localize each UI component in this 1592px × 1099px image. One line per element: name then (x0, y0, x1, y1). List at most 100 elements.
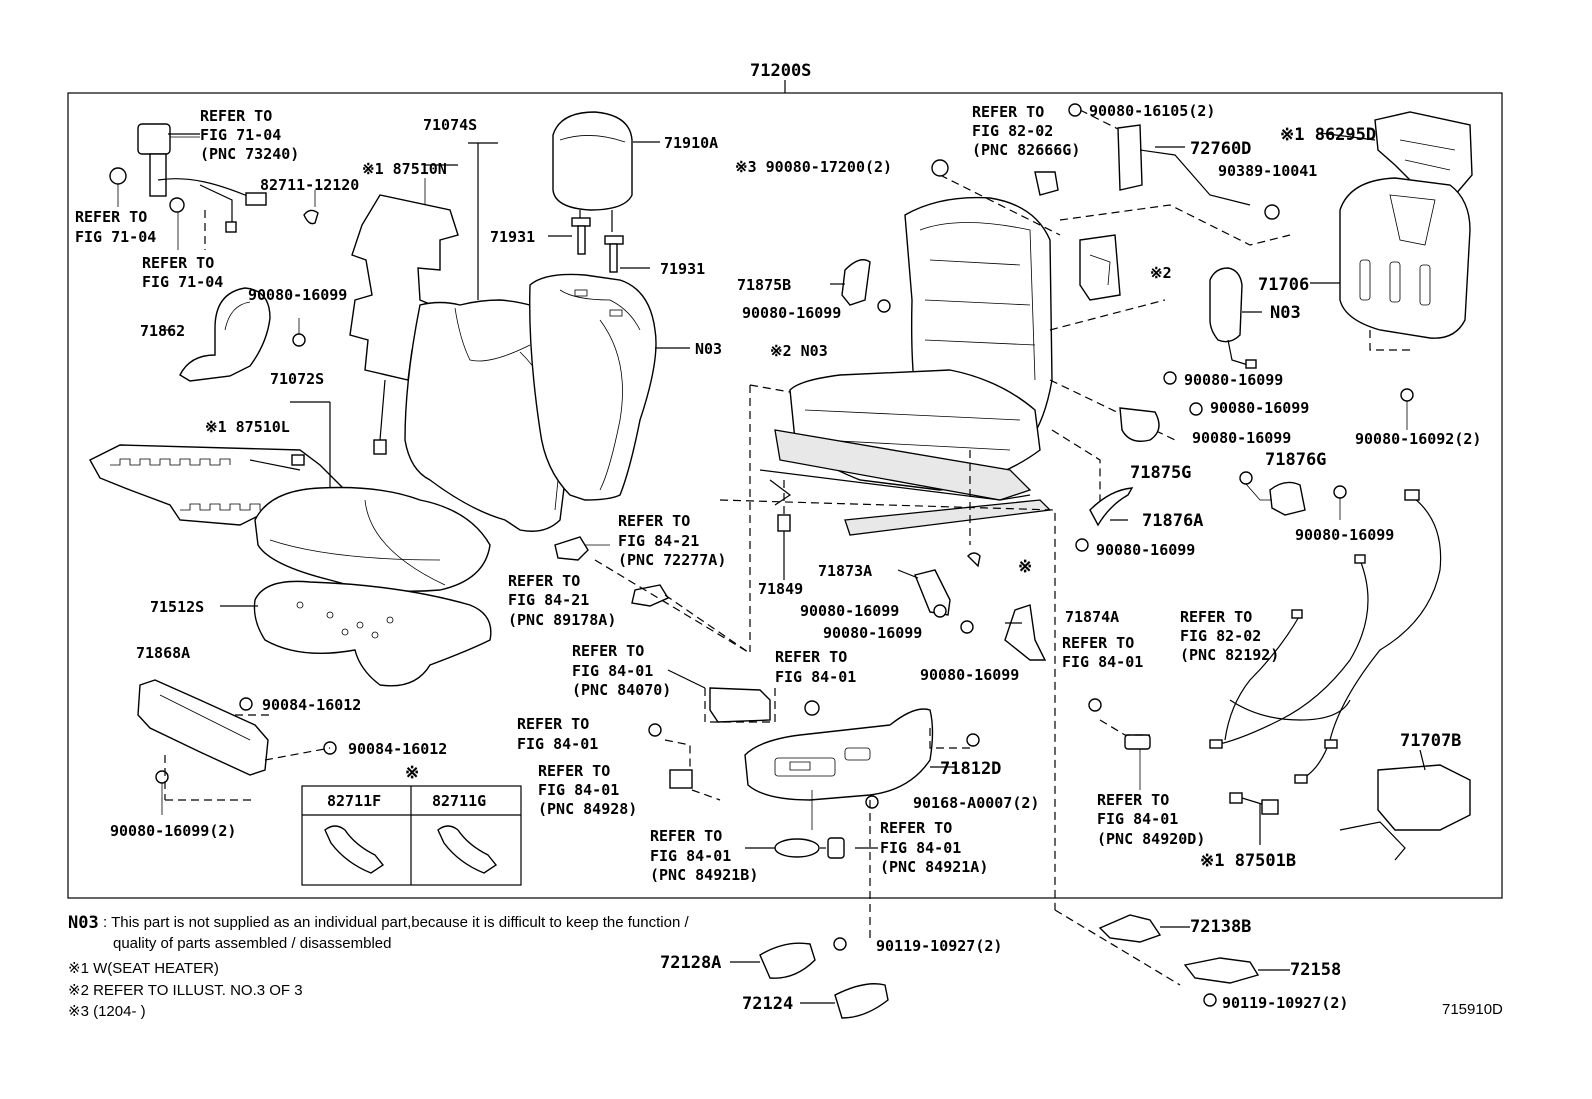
label-72128A: 72128A (660, 953, 721, 973)
label-71868A: 71868A (136, 644, 190, 662)
label-87510L: ※1 87510L (205, 418, 290, 436)
bracket-71874A (1004, 604, 1047, 661)
assembly-title: 71200S (750, 61, 811, 81)
label-N03-a: N03 (695, 340, 722, 358)
figure-id: 715910D (1442, 1001, 1503, 1018)
bolt-icon (169, 197, 185, 213)
lumbar-support-72760D (1117, 124, 1251, 206)
screw-icon (865, 795, 879, 809)
screw-icon (1088, 698, 1102, 712)
bolt-icon (155, 770, 169, 784)
label-90080-16099-b: 90080-16099 (742, 304, 841, 322)
label-71876A: 71876A (1142, 511, 1203, 531)
bolt-icon (877, 299, 891, 313)
label-90080-16092: 90080-16092(2) (1355, 430, 1481, 448)
connector-89178A (631, 584, 670, 607)
bolt-icon (960, 620, 974, 634)
wire-harness-82192 (1209, 489, 1442, 784)
bracket-71875G (1119, 407, 1160, 442)
side-cover-71862 (179, 287, 271, 382)
nut-icon (1264, 204, 1280, 220)
label-71875B: 71875B (737, 276, 791, 294)
headrest-71910A (552, 111, 633, 232)
bolt-icon (292, 333, 306, 347)
label-90119-10927-a: 90119-10927(2) (876, 937, 1002, 955)
label-71931-a: 71931 (490, 228, 535, 246)
label-90080-16099-i: 90080-16099 (1295, 526, 1394, 544)
label-82711-12120: 82711-12120 (260, 176, 359, 194)
bolt-icon (1239, 471, 1253, 485)
screw-icon (239, 697, 253, 711)
note-n03-key: N03 (68, 913, 99, 933)
label-71707B: 71707B (1400, 731, 1461, 751)
note-3: ※3 (1204- ) (68, 1003, 146, 1020)
label-90119-10927-b: 90119-10927(2) (1222, 994, 1348, 1012)
clip-82711G-icon (437, 825, 498, 874)
seatbelt-buckle (137, 123, 267, 233)
label-71862: 71862 (140, 322, 185, 340)
label-71874A: 71874A (1065, 608, 1119, 626)
note-1: ※1 W(SEAT HEATER) (68, 960, 219, 977)
bracket-71876G (1269, 481, 1306, 516)
label-90168-A0007: 90168-A0007(2) (913, 794, 1039, 812)
headrest-guide (571, 217, 591, 255)
label-90080-16099-h: 90080-16099 (1192, 429, 1291, 447)
label-3-90080-17200: ※3 90080-17200(2) (735, 158, 892, 176)
label-72760D: 72760D (1190, 139, 1251, 159)
cover-72128A (759, 942, 816, 979)
bracket-82666G (1034, 171, 1059, 196)
bracket-71873A (914, 569, 951, 616)
label-90080-16099-f: 90080-16099 (1184, 371, 1283, 389)
label-90080-16105: 90080-16105(2) (1089, 102, 1215, 120)
part-labels: 71074S 71910A 71931 71931 ※1 87510N 8271… (110, 102, 1503, 1018)
label-71873A: 71873A (818, 562, 872, 580)
note-n03-line2: quality of parts assembled / disassemble… (113, 935, 391, 952)
label-71072S: 71072S (270, 370, 324, 388)
cover-72138B (1098, 914, 1162, 943)
screw-icon (1400, 388, 1414, 402)
label-87501B: ※1 87501B (1200, 851, 1296, 871)
label-90080-16099-e: 90080-16099 (920, 666, 1019, 684)
switch-84920D (1124, 734, 1151, 750)
clip-icon (303, 209, 319, 225)
label-90080-16099-d: 90080-16099 (823, 624, 922, 642)
label-87510N: ※1 87510N (362, 160, 447, 178)
label-N03-b: N03 (1270, 303, 1301, 323)
headrest-guide (604, 235, 624, 273)
clip-icon (967, 552, 981, 568)
footnotes: N03 : This part is not supplied as an in… (68, 913, 689, 1020)
back-board-71706 (1339, 177, 1471, 339)
bolt-icon (1068, 103, 1082, 117)
leader-lines (160, 132, 1426, 1004)
cushion-pad-71512S (253, 580, 492, 687)
bolt-icon (1333, 485, 1347, 499)
heater-sensor-87501B (1229, 792, 1279, 815)
bolt-icon (109, 167, 127, 185)
label-71849: 71849 (758, 580, 803, 598)
motor-ref-2 (1079, 234, 1121, 301)
nut-icon (931, 159, 949, 177)
backrest-assy-N03 (529, 273, 657, 501)
label-90080-16099-g: 90080-16099 (1210, 399, 1309, 417)
label-71706: 71706 (1258, 275, 1309, 295)
switch-84928 (669, 769, 693, 789)
bolt-icon (933, 604, 947, 618)
label-90080-16099-j: 90080-16099 (1096, 541, 1195, 559)
knob-84921A (827, 837, 845, 859)
clip-table-header-82711F: 82711F (327, 792, 381, 810)
label-71931-b: 71931 (660, 260, 705, 278)
label-71812D: 71812D (940, 759, 1001, 779)
pin-71849 (777, 514, 791, 532)
